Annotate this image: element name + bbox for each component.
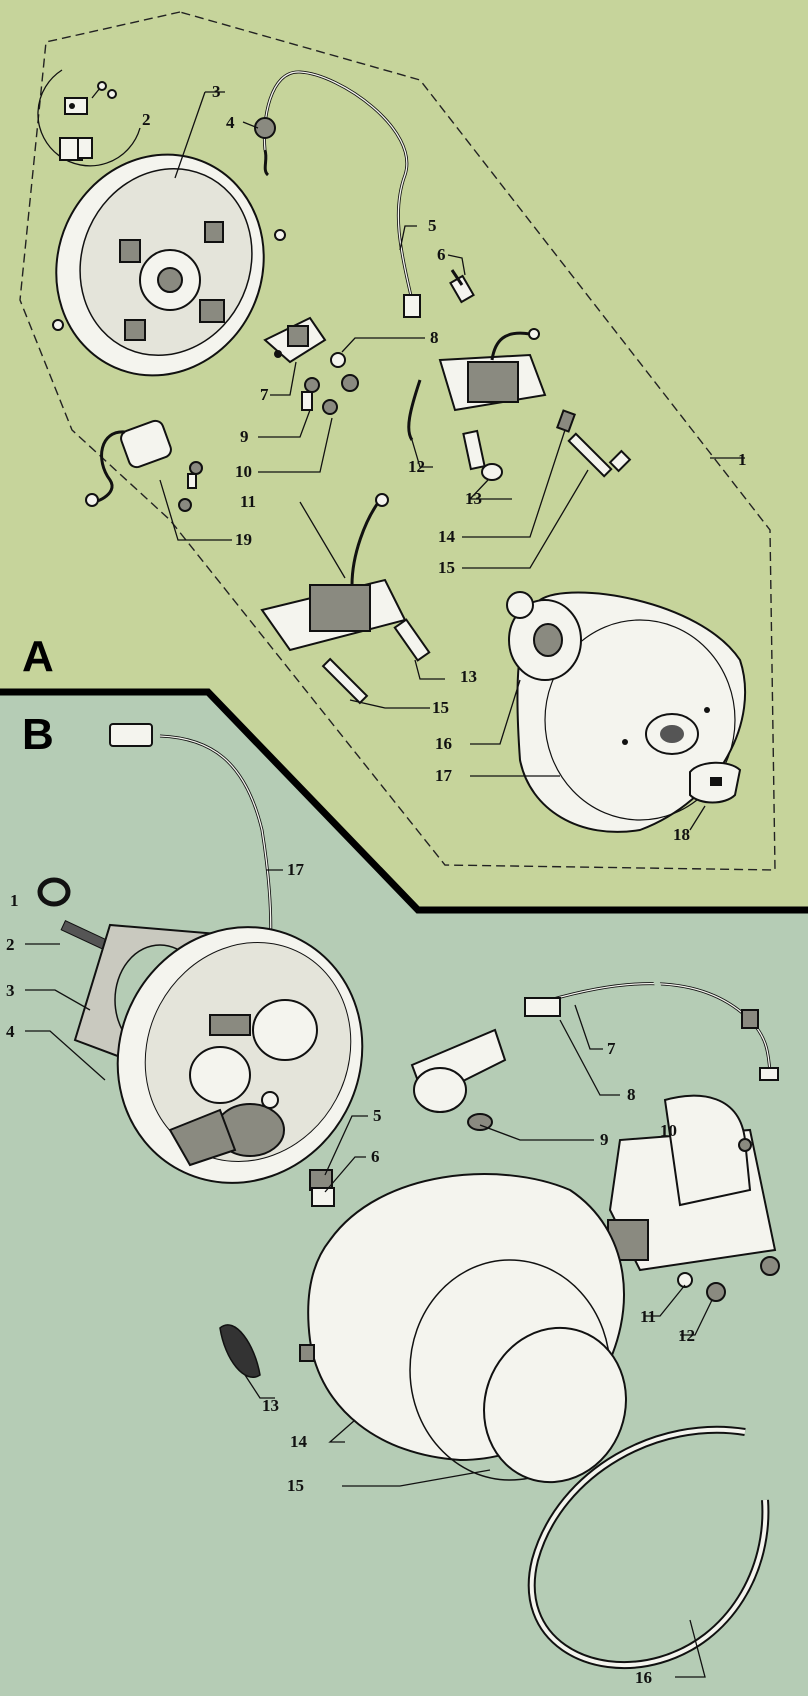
callout-b-16: 16 [635,1668,652,1687]
long-screw-lower [321,657,369,705]
retaining-ring [527,1425,770,1670]
callout-b-11: 11 [640,1307,656,1326]
callout-b-3: 3 [6,981,15,1000]
stator-base-plate [52,153,286,377]
callout-a-14: 14 [438,527,456,546]
ignition-coil [607,1094,777,1272]
screw-pair [301,377,338,415]
callout-b-12: 12 [678,1326,695,1345]
callout-a-15-upper: 15 [438,558,455,577]
coil-screw-lower [393,618,431,662]
lead-cable [254,70,421,318]
callout-b-1: 1 [10,891,19,910]
coil-clip [556,409,576,433]
callout-b-6: 6 [371,1147,380,1166]
washer [330,352,346,368]
callout-b-14: 14 [290,1432,308,1451]
callout-a-8: 8 [430,328,439,347]
callout-a-13-upper: 13 [465,489,482,508]
callout-a-13-lower: 13 [460,667,477,686]
section-a-parts [37,69,747,833]
callout-a-12: 12 [408,457,425,476]
section-a-leader-lines [159,91,745,831]
callout-a-11: 11 [240,492,256,511]
o-ring [37,877,71,907]
callout-a-10: 10 [235,462,252,481]
callout-b-8: 8 [627,1085,636,1104]
spark-plug-cap [410,1028,507,1131]
lighting-coil [407,328,547,441]
section-a-letter: A [22,632,54,681]
coil-nut [706,1282,726,1302]
callout-a-15-lower: 15 [432,698,449,717]
callout-b-15: 15 [287,1476,304,1495]
ht-lead [524,967,779,1081]
callout-a-1: 1 [738,450,747,469]
cable-terminal [449,269,475,304]
callout-a-19: 19 [235,530,252,549]
callout-a-17: 17 [435,766,453,785]
terminal-nut-right [760,1256,780,1276]
contact-breaker [263,316,327,364]
contact-screw-set [37,69,141,167]
callout-a-6: 6 [437,245,446,264]
callout-b-7: 7 [607,1039,616,1058]
callout-a-16: 16 [435,734,452,753]
coil-terminal [677,1272,693,1288]
long-screw-upper [567,432,632,478]
callout-b-2: 2 [6,935,15,954]
connector-pair [309,1169,335,1207]
coil-screw-upper [462,429,503,481]
nut [341,374,359,392]
callout-a-7: 7 [260,385,269,404]
kit-boundary-outline [19,11,776,871]
cover-disc [483,1326,627,1484]
callout-a-5: 5 [428,216,437,235]
woodruff-key [219,1324,261,1378]
callout-b-4: 4 [6,1022,15,1041]
callout-b-5: 5 [373,1106,382,1125]
callout-a-4: 4 [226,113,235,132]
condenser [85,419,203,512]
section-b-letter: B [22,710,54,759]
section-b-parts [37,723,780,1670]
flywheel-cap [689,761,742,804]
callout-a-9: 9 [240,427,249,446]
section-b-callouts: 1 2 3 4 5 6 7 8 9 10 11 12 13 14 15 16 1… [6,860,695,1687]
callout-a-3: 3 [212,82,221,101]
flywheel-hub [506,591,582,681]
callout-a-2: 2 [142,110,151,129]
callout-b-17: 17 [287,860,305,879]
callout-b-9: 9 [600,1130,609,1149]
callout-a-18: 18 [673,825,690,844]
stator-lead-wire [109,723,273,951]
section-a-callouts: 1 2 3 4 5 6 7 8 9 10 11 12 13 13 14 15 1… [142,82,747,844]
section-divider-line [0,688,808,914]
section-b-leader-lines [25,869,713,1678]
stator-assembly [116,926,364,1184]
callout-b-13: 13 [262,1396,279,1415]
callout-b-10: 10 [660,1121,677,1140]
